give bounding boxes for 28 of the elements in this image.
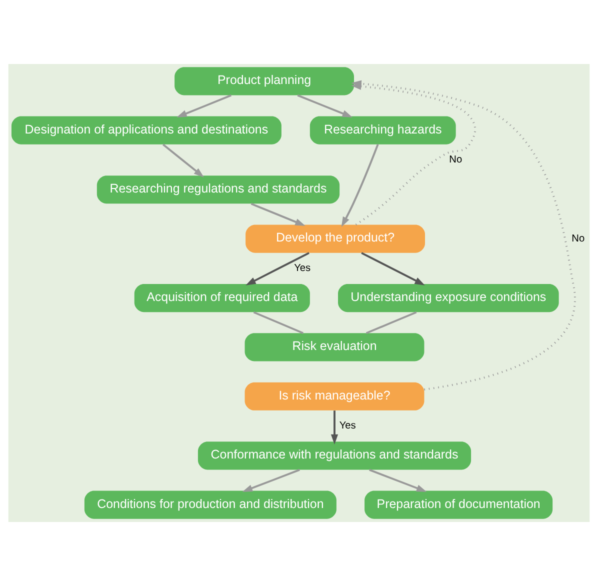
node-box: Researching regulations and standards — [96, 175, 340, 204]
node-box: Product planning — [174, 66, 354, 95]
arrow — [246, 252, 310, 285]
connector — [366, 310, 417, 334]
node-box: Conditions for production and distribution — [84, 490, 336, 518]
arrow — [361, 252, 425, 285]
edge-label: Yes — [294, 262, 311, 274]
node-box: Acquisition of required data — [134, 284, 310, 312]
connector — [253, 310, 304, 334]
edge-label: Yes — [339, 420, 356, 432]
arrow — [369, 468, 427, 492]
node-box: Researching hazards — [310, 116, 456, 144]
node-box: Develop the product? — [246, 224, 425, 252]
node-box: Risk evaluation — [244, 332, 424, 361]
edge-label: No — [572, 232, 585, 244]
arrow — [242, 468, 300, 492]
arrow — [297, 94, 353, 117]
arrow — [330, 410, 338, 444]
arrow — [176, 94, 232, 117]
arrow — [341, 144, 379, 227]
node-box: Designation of applications and destinations — [11, 116, 282, 144]
node-box: Is risk manageable? — [244, 382, 424, 410]
node-box: Understanding exposure conditions — [338, 284, 559, 312]
arrow — [250, 202, 306, 226]
node-box: Conformance with regulations and standards — [198, 441, 472, 470]
edge-label: No — [449, 154, 462, 166]
node-box: Preparation of documentation — [364, 490, 553, 518]
arrow — [162, 143, 204, 177]
